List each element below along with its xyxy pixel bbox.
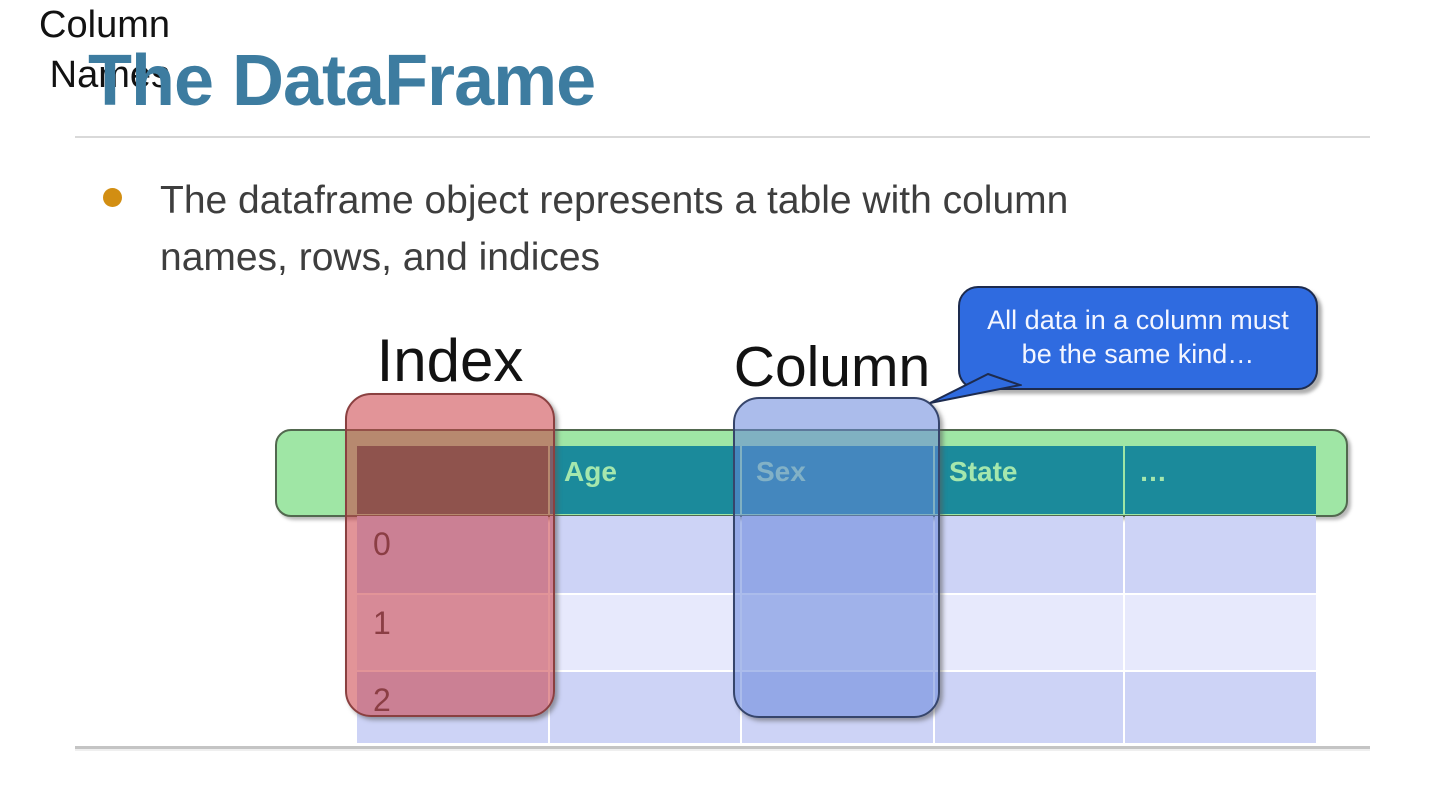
- index-highlight: [345, 393, 555, 717]
- table-cell: [935, 595, 1123, 670]
- column-label: Column: [733, 335, 931, 399]
- index-label: Index: [376, 327, 524, 394]
- bullet-dot-icon: [103, 188, 122, 207]
- bottom-divider: [75, 746, 1370, 749]
- table-cell: [550, 516, 740, 593]
- column-names-line-1: Column: [39, 4, 170, 46]
- column-names-line-2: Names: [49, 54, 170, 97]
- header-cell-age: Age: [550, 446, 740, 514]
- bullet-text: The dataframe object represents a table …: [160, 172, 1068, 287]
- title-divider: [75, 136, 1370, 138]
- table-cell: [550, 672, 740, 743]
- header-cell-state: State: [935, 446, 1123, 514]
- callout-bubble: All data in a column must be the same ki…: [958, 286, 1318, 390]
- table-cell: [935, 516, 1123, 593]
- table-cell: [550, 595, 740, 670]
- table-cell: [1125, 672, 1316, 743]
- callout-line-2: be the same kind…: [1021, 339, 1255, 369]
- header-cell-more: …: [1125, 446, 1316, 514]
- table-cell: [1125, 516, 1316, 593]
- page-title: The DataFrame: [88, 41, 596, 121]
- callout-line-1: All data in a column must: [987, 305, 1289, 336]
- table-cell: [1125, 595, 1316, 670]
- column-names-label: Column Names: [0, 0, 170, 100]
- callout-text: All data in a column must be the same ki…: [987, 304, 1289, 372]
- table-cell: [935, 672, 1123, 743]
- bullet-line-1: The dataframe object represents a table …: [160, 179, 1069, 222]
- bullet-line-2: names, rows, and indices: [160, 236, 601, 280]
- column-highlight: [733, 397, 940, 718]
- callout-tail-icon: [929, 373, 1022, 404]
